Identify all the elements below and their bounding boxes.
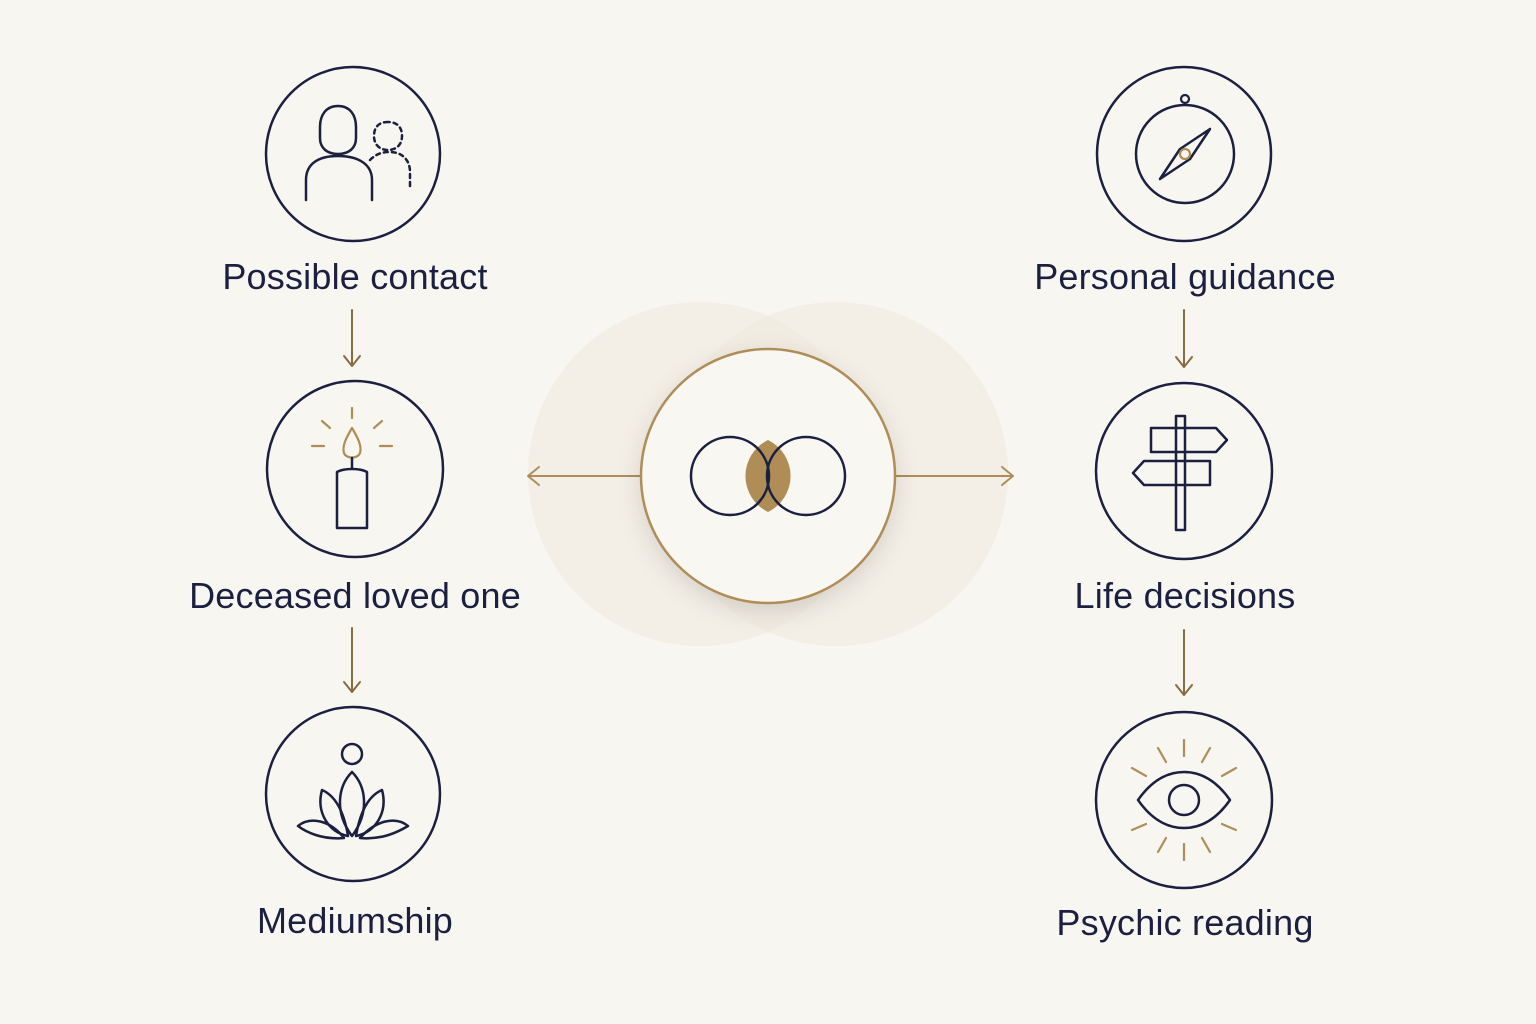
venn-overlap-icon bbox=[689, 435, 847, 517]
label-deceased-loved-one: Deceased loved one bbox=[189, 575, 521, 616]
right-arrow-1 bbox=[1175, 309, 1193, 368]
eye-icon bbox=[1130, 738, 1238, 862]
label-possible-contact: Possible contact bbox=[222, 256, 488, 297]
node-psychic-reading bbox=[1094, 710, 1274, 890]
right-arrow-2 bbox=[1175, 629, 1193, 696]
label-life-decisions: Life decisions bbox=[1074, 575, 1296, 616]
label-psychic-reading: Psychic reading bbox=[1056, 902, 1314, 943]
node-deceased-loved-one bbox=[265, 379, 445, 559]
label-mediumship: Mediumship bbox=[256, 900, 454, 941]
node-personal-guidance bbox=[1095, 65, 1273, 243]
compass-icon bbox=[1134, 93, 1236, 205]
label-personal-guidance: Personal guidance bbox=[1034, 256, 1336, 297]
node-mediumship bbox=[264, 705, 442, 883]
node-possible-contact bbox=[264, 65, 442, 243]
right-connector-arrow bbox=[895, 466, 1014, 486]
lotus-meditation-icon bbox=[296, 742, 410, 840]
left-arrow-1 bbox=[343, 309, 361, 367]
center-node bbox=[639, 347, 897, 605]
left-connector-arrow bbox=[527, 466, 642, 486]
node-life-decisions bbox=[1094, 381, 1274, 561]
signpost-icon bbox=[1131, 414, 1229, 532]
person-and-spirit-icon bbox=[304, 104, 412, 202]
left-arrow-2 bbox=[343, 627, 361, 693]
candle-icon bbox=[310, 406, 394, 530]
